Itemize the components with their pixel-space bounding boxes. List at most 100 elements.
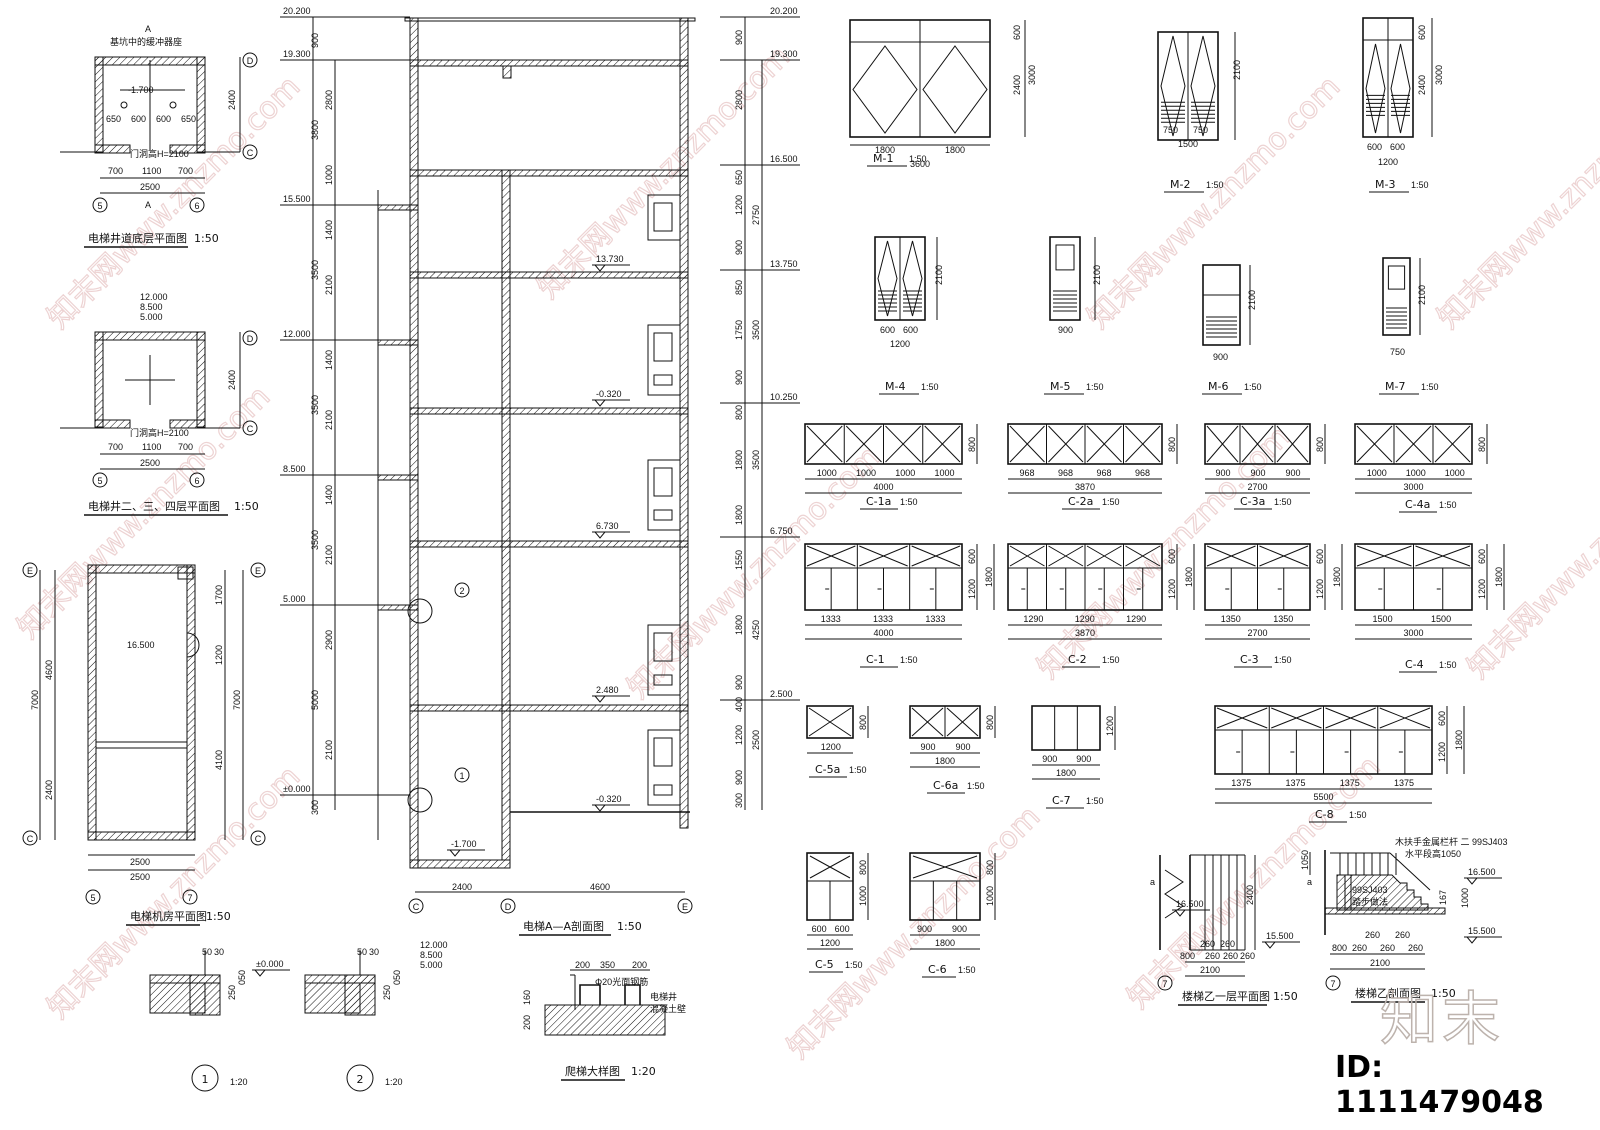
dimension-label: 1500: [1431, 614, 1451, 624]
axis-bubble: [22, 562, 38, 578]
wall-hatch: [94, 331, 104, 428]
door-name: M-4: [885, 380, 905, 393]
elevator-door: [647, 324, 681, 396]
elevation-marker: [593, 531, 607, 539]
dimension-label: 1800: [734, 615, 744, 635]
dimension-label: 1750: [734, 320, 744, 340]
dimension-label: 2100: [1417, 285, 1427, 305]
door-vision-panel: [1055, 244, 1075, 271]
wall-hatch: [94, 331, 206, 341]
axis-bubble: [454, 582, 470, 598]
dimension-label: 12.000: [420, 940, 448, 950]
dimension-label: 1400: [324, 485, 334, 505]
drawing-scale: 1:50: [958, 965, 976, 975]
drawing-scale: 1:50: [1421, 382, 1439, 392]
axis-label: 6: [194, 201, 199, 211]
dimension-label: 600: [812, 924, 827, 934]
elevation-label: 2.500: [770, 689, 793, 699]
detail-bubble: [191, 1064, 219, 1092]
watermark-text: 知末网www.znzmo.com: [41, 69, 307, 335]
dimension-label: 2100: [1232, 60, 1242, 80]
dimension-label: 250: [227, 985, 237, 1000]
wall-hatch: [87, 564, 97, 841]
dimension-label: 2400: [452, 882, 472, 892]
dimension-label: 3500: [751, 320, 761, 340]
dimension-label: 2100: [324, 410, 334, 430]
callout-circle: [407, 598, 433, 624]
dimension-label: 1375: [1231, 778, 1251, 788]
dimension-label: 4600: [590, 882, 610, 892]
door-louver: [653, 784, 673, 796]
annotation: 基坑中的缓冲器座: [110, 36, 182, 47]
dimension-label: 900: [734, 240, 744, 255]
dimension-label: 3000: [1434, 65, 1444, 85]
logo-watermark: 知末: [1379, 984, 1505, 1054]
elevation-label: 6.730: [596, 521, 619, 531]
elevation-label: 20.200: [770, 6, 798, 16]
wall-hatch: [94, 56, 104, 153]
dimension-label: 1800: [875, 145, 895, 155]
elevation-marker: [593, 264, 607, 272]
dimension-label: 900: [1042, 754, 1057, 764]
wall-hatch: [196, 331, 206, 428]
dimension-label: 2100: [1092, 265, 1102, 285]
door-panel: [653, 737, 673, 767]
dimension-label: 1000: [858, 886, 868, 906]
window-name: C-2: [1068, 653, 1087, 666]
dimension-label: 650: [734, 170, 744, 185]
door-glazing: [1390, 43, 1411, 134]
axis-label: C: [27, 834, 34, 844]
annotation: 木扶手金属栏杆 二 99SJ403: [1395, 836, 1508, 847]
window-name: C-6a: [933, 779, 958, 792]
wall-hatch: [409, 704, 689, 712]
drawing-scale: 1:50: [194, 232, 219, 245]
dimension-label: 5.000: [140, 312, 163, 322]
annotation: Φ20光面钢筋: [595, 976, 648, 987]
drawing-title: 电梯机房平面图: [130, 909, 207, 923]
elevation-label: 10.250: [770, 392, 798, 402]
door-name: M-6: [1208, 380, 1228, 393]
dimension-label: 2700: [1248, 628, 1268, 638]
dimension-label: 30: [369, 947, 379, 957]
axis-label: 7: [1330, 979, 1335, 989]
dimension-label: 1800: [734, 505, 744, 525]
line: [1271, 707, 1322, 729]
door-glazing: [902, 240, 923, 317]
dimension-label: 750: [1193, 125, 1208, 135]
door-panel: [653, 202, 673, 232]
line: [1216, 707, 1268, 729]
dimension-label: 968: [1097, 468, 1112, 478]
dimension-label: 1200: [1437, 742, 1447, 762]
dimension-label: 1375: [1286, 778, 1306, 788]
line: [1325, 707, 1376, 729]
dimension-label: 600: [1167, 549, 1177, 564]
window-name: C-3: [1240, 653, 1259, 666]
door-name: M-2: [1170, 178, 1190, 191]
drawing-scale: 1:50: [900, 497, 918, 507]
concrete: [149, 982, 206, 1014]
axis-bubble: [242, 420, 258, 436]
dimension-label: 50: [357, 947, 367, 957]
elevation-marker: [593, 399, 607, 407]
dimension-label: 800: [1315, 437, 1325, 452]
dimension-label: 1400: [324, 350, 334, 370]
dimension-label: 900: [952, 924, 967, 934]
dimension-label: 800: [985, 860, 995, 875]
dimension-label: 1200: [1105, 716, 1115, 736]
dimension-label: 260: [1240, 951, 1255, 961]
axis-label: E: [27, 566, 33, 576]
door-louver: [653, 674, 673, 686]
line: [1086, 425, 1122, 463]
dimension-label: 600: [880, 325, 895, 335]
dimension-label: 1200: [967, 579, 977, 599]
elevation-marker: [1263, 941, 1277, 949]
wall-hatch: [409, 59, 689, 67]
dimension-label: 1350: [1273, 614, 1293, 624]
buffer-seat: [169, 101, 177, 109]
elevator-door: [647, 459, 681, 531]
dimension-label: 2700: [1248, 482, 1268, 492]
elevator-door: [647, 194, 681, 241]
dimension-label: 1200: [1477, 579, 1487, 599]
dimension-label: 5.000: [420, 960, 443, 970]
